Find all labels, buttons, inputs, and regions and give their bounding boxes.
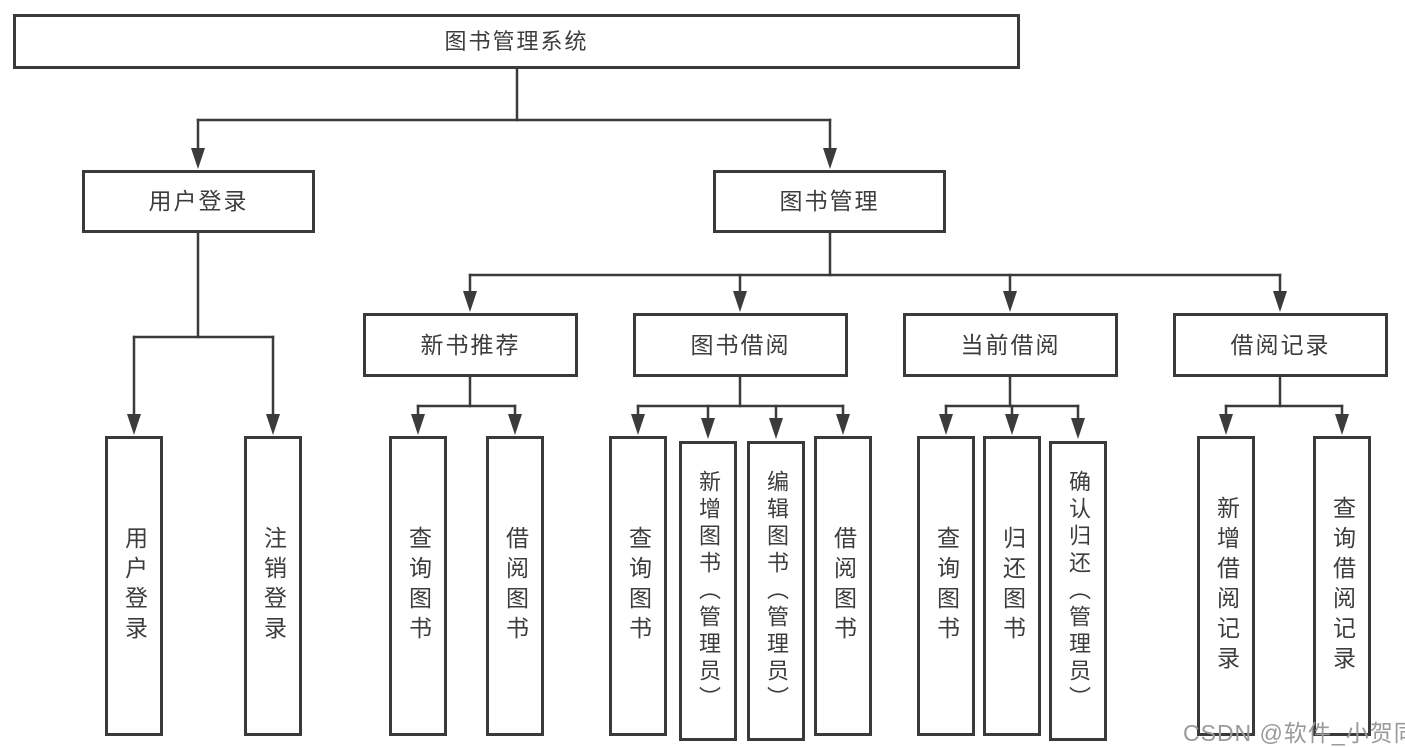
leaf-borrow-books-recommend: 借阅图书 xyxy=(486,436,544,736)
leaf-user-login: 用户登录 xyxy=(105,436,163,736)
leaf-query-books-current: 查询图书 xyxy=(917,436,975,736)
leaf-query-books-recommend: 查询图书 xyxy=(389,436,447,736)
node-root: 图书管理系统 xyxy=(13,14,1020,69)
node-user-login: 用户登录 xyxy=(82,170,315,233)
node-current-borrowing: 当前借阅 xyxy=(903,313,1118,377)
node-book-management: 图书管理 xyxy=(713,170,946,233)
leaf-return-books: 归还图书 xyxy=(983,436,1041,736)
leaf-query-books-borrow: 查询图书 xyxy=(609,436,667,736)
node-borrowing-records: 借阅记录 xyxy=(1173,313,1388,377)
leaf-borrow-books: 借阅图书 xyxy=(814,436,872,736)
leaf-add-borrow-record: 新增借阅记录 xyxy=(1197,436,1255,736)
leaf-logout: 注销登录 xyxy=(244,436,302,736)
node-new-book-recommendation: 新书推荐 xyxy=(363,313,578,377)
node-book-borrowing: 图书借阅 xyxy=(633,313,848,377)
leaf-confirm-return-admin: 确认归还（管理员） xyxy=(1049,441,1107,741)
watermark: CSDN @软件_小贺同学 xyxy=(1183,720,1405,746)
leaf-edit-book-admin: 编辑图书（管理员） xyxy=(747,441,805,741)
leaf-query-borrow-record: 查询借阅记录 xyxy=(1313,436,1371,736)
leaf-add-book-admin: 新增图书（管理员） xyxy=(679,441,737,741)
